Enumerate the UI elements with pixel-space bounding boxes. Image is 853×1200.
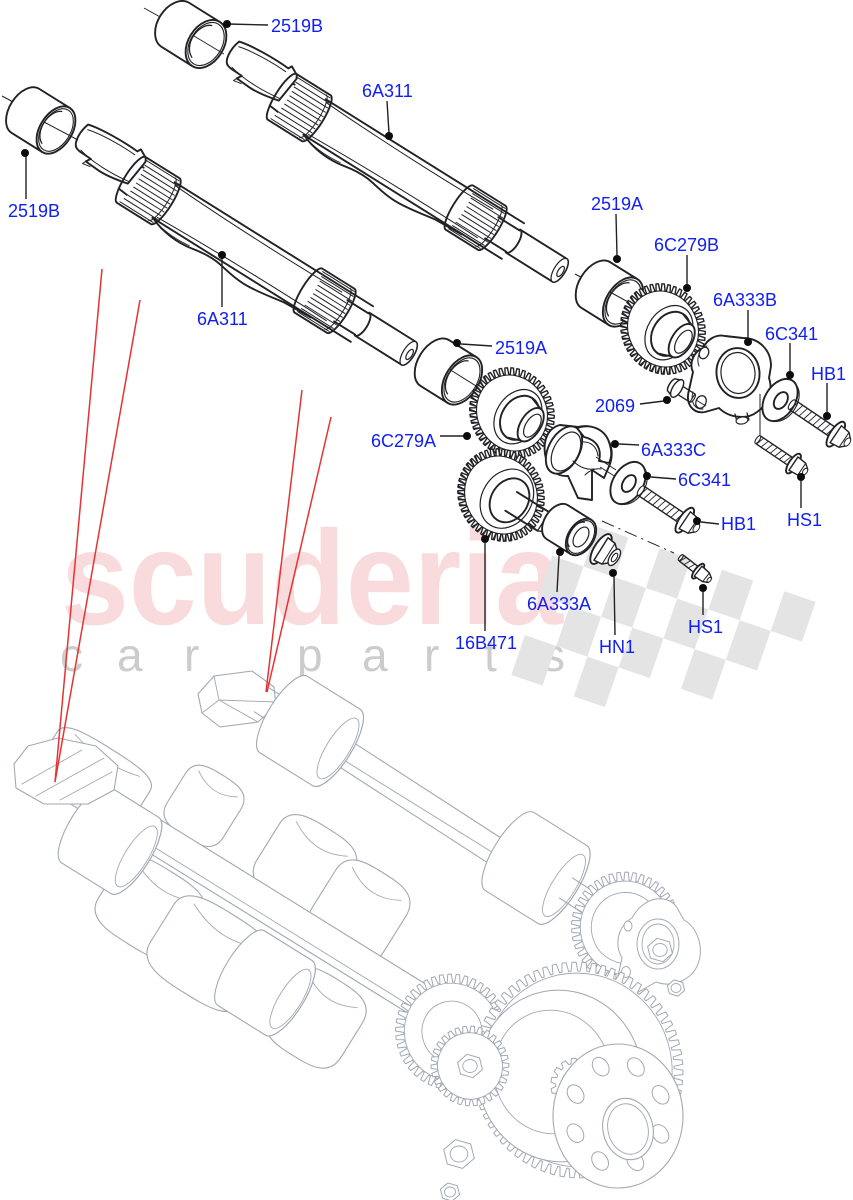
svg-text:6A333B: 6A333B (713, 290, 777, 310)
svg-text:2069: 2069 (595, 396, 635, 416)
svg-text:c: c (60, 629, 83, 681)
svg-text:HS1: HS1 (688, 617, 723, 637)
svg-text:2519A: 2519A (591, 194, 643, 214)
svg-text:r: r (424, 629, 439, 681)
svg-text:r: r (184, 629, 199, 681)
svg-text:2519B: 2519B (8, 201, 60, 221)
svg-text:16B471: 16B471 (455, 633, 517, 653)
svg-text:6A311: 6A311 (197, 309, 248, 329)
svg-text:a: a (117, 629, 143, 681)
svg-text:a: a (362, 629, 388, 681)
svg-text:6A333C: 6A333C (641, 440, 706, 460)
svg-text:6C341: 6C341 (678, 470, 731, 490)
svg-text:HB1: HB1 (811, 364, 846, 384)
svg-text:6A311: 6A311 (362, 81, 413, 101)
svg-text:2519A: 2519A (495, 338, 547, 358)
svg-text:6A333A: 6A333A (527, 594, 591, 614)
svg-text:t: t (484, 629, 497, 681)
svg-text:6C279A: 6C279A (371, 431, 436, 451)
svg-text:6C279B: 6C279B (654, 235, 719, 255)
svg-text:6C341: 6C341 (765, 324, 818, 344)
svg-text:HS1: HS1 (787, 510, 822, 530)
svg-text:HN1: HN1 (599, 637, 635, 657)
svg-text:p: p (297, 629, 323, 681)
svg-text:HB1: HB1 (721, 514, 756, 534)
svg-text:2519B: 2519B (271, 16, 323, 36)
